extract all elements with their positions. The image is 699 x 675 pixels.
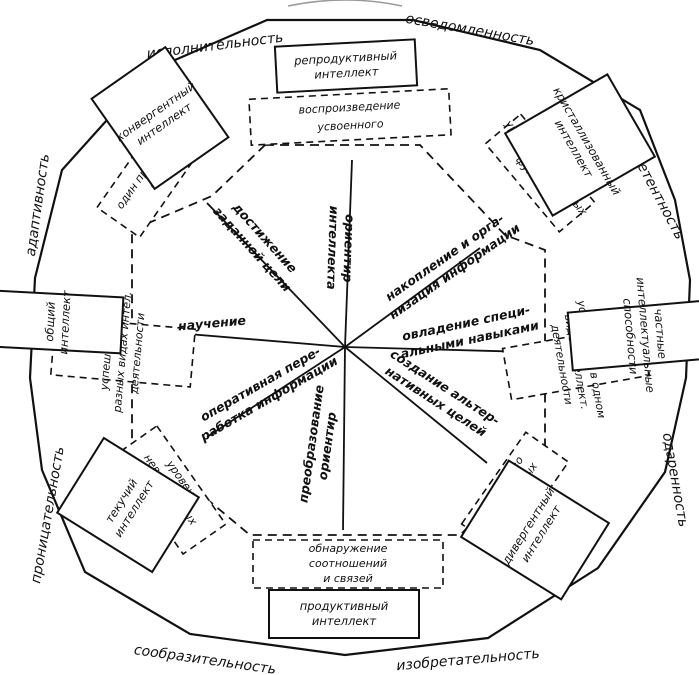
intellect-box-2-frame [566, 298, 699, 372]
intellect-box-2-line-2: способности [620, 298, 641, 376]
spoke-label-3: создание альтер-нативных целей [383, 346, 503, 440]
outer-quality-3-line-0: одаренность [659, 432, 691, 529]
spoke-line-4 [342, 346, 346, 531]
spoke-label-1-line-0: накопление и орга- [382, 211, 506, 304]
inner-box-4-frame [252, 539, 444, 589]
spoke-label-6: научение [177, 313, 246, 334]
intellect-box-0-line-0: репродуктивный [293, 48, 398, 67]
inner-box-4-line-0: обнаружение [309, 542, 388, 555]
intellect-box-5-frame [55, 436, 201, 574]
outer-quality-4-line-0: изобретательность [396, 646, 541, 674]
inner-box-0-line-0: воспроизведение [298, 98, 401, 116]
spoke-label-0-line-1: интеллекта [324, 205, 342, 290]
inner-box-0-line-1: усвоенного [316, 117, 384, 134]
inner-box-0-frame [248, 87, 452, 147]
inner-box-4-line-1: соотношений [309, 557, 387, 570]
spokes [139, 159, 531, 531]
inner-box-4: обнаружение соотношений и связей [309, 542, 388, 585]
intellect-boxes: репродуктивныйинтеллекткристаллизованный… [0, 38, 699, 639]
intellect-box-0-frame [273, 38, 419, 94]
spoke-line-0 [344, 159, 353, 348]
inner-box-4-line-2: и связей [323, 572, 373, 585]
outer-quality-4: изобретательность [396, 646, 541, 674]
intellect-box-6-frame [0, 289, 125, 355]
outer-quality-1: осведомленность [404, 11, 535, 49]
outer-quality-7-line-0: адаптивность [23, 153, 53, 258]
intellect-box-4-line-1: интеллект [312, 614, 376, 628]
spoke-line-7 [206, 202, 346, 348]
outer-quality-5-line-0: сообразительность [133, 642, 277, 675]
intellect-box-6-line-1: интеллект [56, 290, 73, 355]
intellect-box-4-line-0: продуктивный [300, 599, 389, 613]
spoke-label-0-line-0: ориентир [340, 214, 357, 283]
inner-dashed-octagon [131, 144, 546, 536]
intellect-box-6-line-0: общий [42, 301, 58, 342]
intellect-box-0-line-1: интеллект [314, 64, 379, 81]
intellect-box-4-frame [268, 589, 420, 639]
intellect-box-3-frame [459, 459, 611, 601]
outer-quality-7: адаптивность [23, 153, 53, 258]
spoke-line-2 [344, 346, 531, 353]
spoke-line-1 [344, 247, 481, 348]
outer-quality-1-line-0: осведомленность [404, 11, 535, 49]
intellect-box-7-frame [90, 45, 230, 191]
intellect-box-1-frame [503, 72, 657, 218]
outer-frame [28, 18, 692, 657]
outer-quality-3: одаренность [659, 432, 691, 529]
spoke-line-5 [206, 346, 346, 438]
top-arc [287, 0, 403, 7]
spoke-line-3 [344, 346, 488, 464]
spoke-label-1: накопление и орга-низация информации [382, 211, 522, 323]
spoke-label-6-line-0: научение [177, 313, 246, 334]
outer-quality-5: сообразительность [133, 642, 277, 675]
intellect-box-2-line-0: частные [651, 308, 669, 360]
